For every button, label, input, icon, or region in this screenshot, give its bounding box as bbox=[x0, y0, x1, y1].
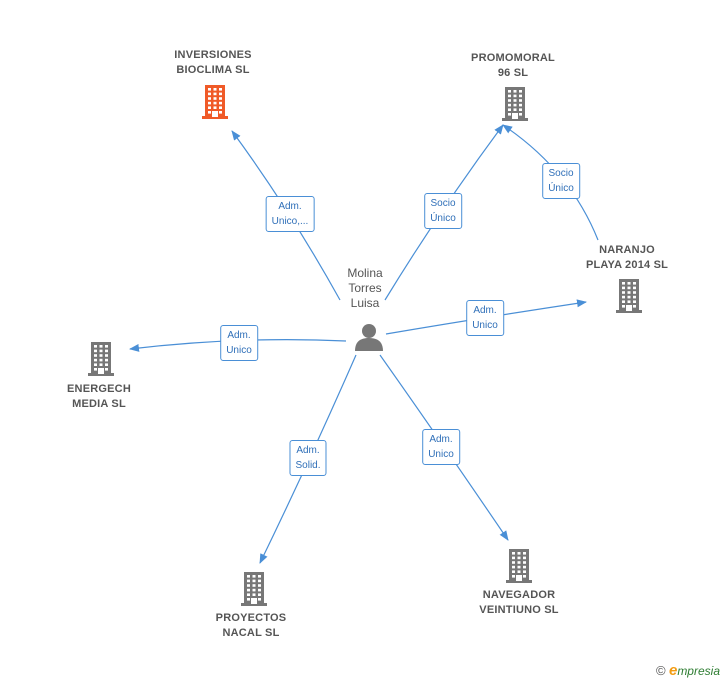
company-name-line: NAVEGADOR bbox=[482, 589, 556, 601]
role-label-line: Único bbox=[548, 183, 574, 194]
role-label-line: Solid. bbox=[295, 460, 321, 471]
role-label-proyectos-nacal[interactable]: Adm. Solid. bbox=[289, 440, 327, 476]
role-label-line: Adm. bbox=[296, 445, 320, 456]
company-label-proyectos-nacal[interactable]: PROYECTOS NACAL SL bbox=[216, 611, 287, 641]
role-label-line: Socio bbox=[430, 198, 456, 209]
building-icon-proyectos-nacal[interactable] bbox=[238, 570, 270, 611]
company-name-line: ENERGECH bbox=[67, 383, 131, 395]
company-name-line: PLAYA 2014 SL bbox=[585, 259, 669, 271]
person-icon[interactable] bbox=[354, 323, 384, 356]
person-name-line: Luisa bbox=[350, 296, 380, 310]
company-label-inversiones-bioclima[interactable]: INVERSIONES BIOCLIMA SL bbox=[174, 48, 251, 78]
role-label-line: Adm. bbox=[278, 201, 302, 212]
company-label-naranjo-playa[interactable]: NARANJO PLAYA 2014 SL bbox=[586, 243, 668, 273]
role-label-line: Adm. bbox=[429, 434, 453, 445]
building-icon-energech-media[interactable] bbox=[85, 340, 117, 381]
company-label-promomoral[interactable]: PROMOMORAL 96 SL bbox=[471, 51, 555, 81]
company-name-line: NARANJO bbox=[599, 244, 655, 256]
company-name-line: VEINTIUNO SL bbox=[479, 604, 559, 616]
company-label-energech-media[interactable]: ENERGECH MEDIA SL bbox=[67, 382, 131, 412]
empresia-logo-text: mpresia bbox=[677, 664, 720, 678]
company-name-line: BIOCLIMA SL bbox=[176, 64, 250, 76]
building-icon-inversiones-bioclima[interactable] bbox=[199, 83, 231, 124]
person-name-line: Torres bbox=[348, 281, 382, 295]
company-name-line: PROYECTOS bbox=[215, 612, 287, 624]
role-label-line: Unico bbox=[428, 449, 454, 460]
role-label-line: Unico bbox=[472, 320, 498, 331]
role-label-line: Adm. bbox=[473, 305, 497, 316]
empresia-watermark: © empresia bbox=[656, 662, 720, 679]
company-name-line: PROMOMORAL bbox=[471, 52, 555, 64]
empresia-logo-initial: e bbox=[668, 662, 678, 679]
building-icon-navegador-veintiuno[interactable] bbox=[503, 547, 535, 588]
role-label-line: Unico bbox=[226, 345, 252, 356]
role-label-line: Adm. bbox=[227, 330, 251, 341]
company-label-navegador-veintiuno[interactable]: NAVEGADOR VEINTIUNO SL bbox=[479, 588, 558, 618]
company-name-line: INVERSIONES bbox=[174, 49, 252, 61]
role-label-naranjo-playa[interactable]: Adm. Unico bbox=[466, 300, 504, 336]
role-label-line: Unico,... bbox=[271, 216, 309, 227]
building-icon-naranjo-playa[interactable] bbox=[613, 277, 645, 318]
company-name-line: 96 SL bbox=[497, 67, 529, 79]
company-name-line: NACAL SL bbox=[222, 627, 280, 639]
person-name-line: Molina bbox=[347, 266, 383, 280]
role-label-line: Único bbox=[430, 213, 456, 224]
role-label-inversiones-bioclima[interactable]: Adm. Unico,... bbox=[265, 196, 315, 232]
role-label-line: Socio bbox=[548, 168, 574, 179]
building-icon-promomoral[interactable] bbox=[499, 85, 531, 126]
role-label-energech-media[interactable]: Adm. Unico bbox=[220, 325, 258, 361]
company-name-line: MEDIA SL bbox=[72, 398, 126, 410]
copyright-symbol: © bbox=[656, 663, 666, 678]
role-label-navegador-veintiuno[interactable]: Adm. Unico bbox=[422, 429, 460, 465]
